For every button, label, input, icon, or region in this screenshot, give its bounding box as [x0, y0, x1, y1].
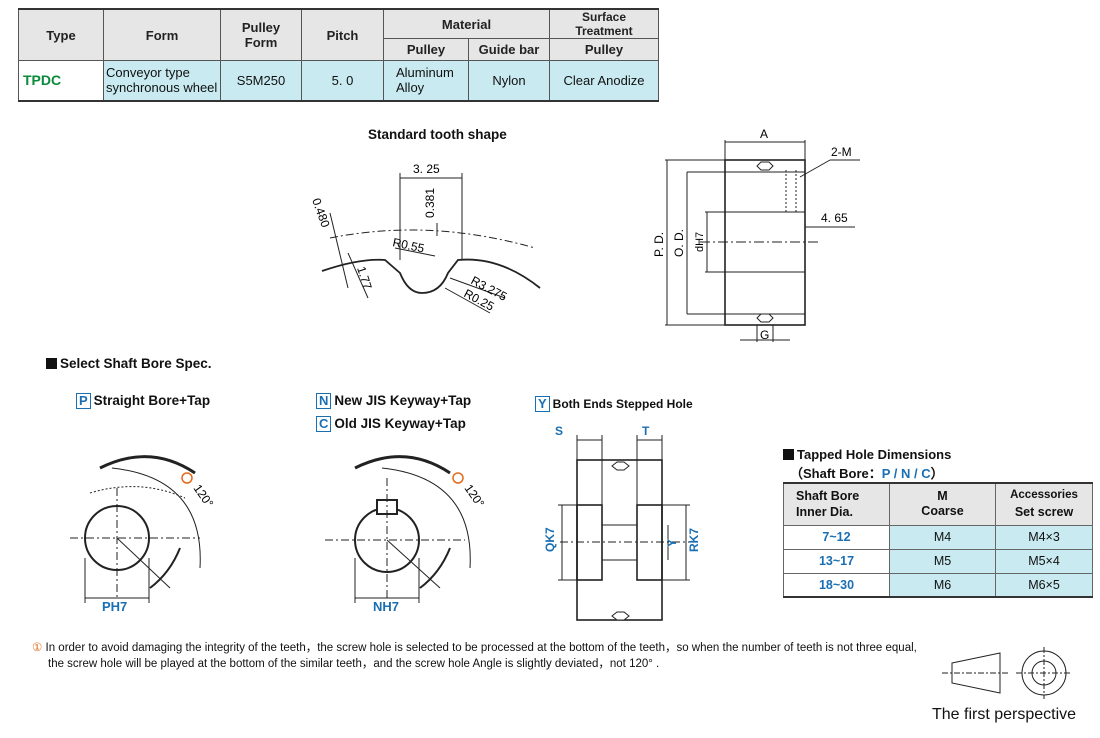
tooth-shape-drawing: 3. 25 0.381 0.480 R0.55 1.77 R3.275 R0.2…: [309, 162, 541, 314]
tap-m: M5: [889, 548, 996, 574]
dim-pd: P. D.: [652, 232, 666, 257]
tapped-subtitle-suffix: ）: [930, 466, 944, 481]
tap-screw: M4×3: [995, 524, 1093, 550]
cell-material-line1: Aluminum: [396, 65, 454, 81]
tapped-title-text: Tapped Hole Dimensions: [797, 447, 952, 462]
tap-header-acc: Accessories Set screw: [995, 482, 1093, 526]
dim-r0-55: R0.55: [391, 235, 426, 255]
header-pulley-material: Pulley: [383, 38, 469, 61]
angle-120-n: 120°: [462, 482, 485, 511]
tap-screw: M5×4: [995, 548, 1093, 574]
letter-n-badge: N: [316, 393, 332, 409]
dim-rk7: RK7: [687, 528, 701, 552]
tapped-subtitle: （Shaft Bore：P / N / C）: [790, 463, 944, 482]
dim-s: S: [555, 424, 563, 438]
header-form: Form: [103, 8, 221, 61]
letter-y-badge: Y: [535, 396, 550, 412]
note-line1: In order to avoid damaging the integrity…: [45, 642, 917, 654]
tap-m: M4: [889, 524, 996, 550]
cell-type: TPDC: [18, 60, 104, 102]
cell-material-line2: Alloy: [396, 80, 425, 96]
header-material: Material: [383, 8, 550, 39]
tap-header-bore: Shaft Bore Inner Dia.: [783, 482, 890, 526]
note-mark-icon: ①: [32, 642, 43, 654]
tap-range: 18~30: [783, 572, 890, 598]
option-old-jis-label: Old JIS Keyway+Tap: [334, 416, 466, 431]
letter-c-badge: C: [316, 416, 332, 432]
tap-header-m-line: M: [937, 489, 948, 504]
cell-pitch: 5. 0: [301, 60, 384, 102]
tapped-hole-table: Shaft Bore Inner Dia. M Coarse Accessori…: [783, 482, 1093, 598]
table-row: 7~12 M4 M4×3: [783, 524, 1093, 550]
option-new-jis-label: New JIS Keyway+Tap: [334, 393, 472, 408]
dim-od: O. D.: [672, 229, 686, 257]
cell-form: Conveyor type synchronous wheel: [103, 60, 221, 102]
square-bullet-icon: [46, 358, 57, 369]
perspective-caption: The first perspective: [932, 706, 1077, 723]
bore-section-title: Select Shaft Bore Spec.: [46, 356, 212, 371]
tapped-subtitle-prefix: （Shaft Bore：: [790, 466, 882, 481]
tapped-title: Tapped Hole Dimensions: [783, 447, 951, 462]
pulley-side-drawing: A 2-M 4. 65 P. D. O. D. dH7 G: [652, 127, 860, 342]
dim-1-77: 1.77: [354, 265, 375, 292]
table-row: 18~30 M6 M6×5: [783, 572, 1093, 598]
tap-header-acc1: Accessories: [1010, 489, 1078, 502]
dim-ph7: PH7: [102, 599, 127, 614]
square-bullet-icon-2: [783, 449, 794, 460]
dim-dh7: dH7: [694, 232, 706, 252]
letter-p-badge: P: [76, 393, 91, 409]
tap-screw: M6×5: [995, 572, 1093, 598]
dim-2-m: 2-M: [831, 145, 852, 159]
keyway-bore-drawing: 120° NH7: [325, 455, 485, 614]
dim-nh7: NH7: [373, 599, 399, 614]
header-pulley-form: Pulley Form: [220, 8, 302, 61]
straight-bore-drawing: 120° PH7: [70, 455, 217, 614]
dim-3-25: 3. 25: [413, 162, 440, 176]
tooth-title: Standard tooth shape: [368, 127, 507, 142]
cell-pulley-material: Aluminum Alloy: [383, 60, 469, 102]
header-guide-bar: Guide bar: [468, 38, 550, 61]
tap-header-coarse: Coarse: [921, 504, 964, 519]
note-line2: the screw hole will be played at the bot…: [48, 658, 660, 670]
angle-120-p: 120°: [191, 482, 217, 511]
dim-a: A: [760, 127, 768, 141]
option-straight-label: Straight Bore+Tap: [93, 393, 211, 408]
table-row: 13~17 M5 M5×4: [783, 548, 1093, 574]
cell-pulley-form: S5M250: [220, 60, 302, 102]
dim-0-480: 0.480: [309, 196, 333, 229]
dim-t: T: [642, 424, 650, 438]
cell-guide-bar: Nylon: [468, 60, 550, 102]
header-surface-pulley: Pulley: [549, 38, 659, 61]
stepped-bore-drawing: S T QK7 Y RK7: [543, 424, 701, 621]
tap-range: 7~12: [783, 524, 890, 550]
dim-4-65: 4. 65: [821, 211, 848, 225]
spec-table: Type Form Pulley Form Pitch Material Sur…: [18, 8, 659, 102]
dim-qk7: QK7: [543, 527, 557, 552]
projection-symbol: [942, 647, 1072, 699]
header-type: Type: [18, 8, 104, 61]
tap-m: M6: [889, 572, 996, 598]
header-surface: Surface Treatment: [549, 8, 659, 39]
dim-g: G: [760, 328, 769, 342]
dim-y: Y: [665, 539, 679, 547]
cell-form-line1: Conveyor type: [106, 65, 190, 81]
dim-0-381: 0.381: [423, 188, 437, 218]
header-pitch: Pitch: [301, 8, 384, 61]
cell-form-line2: synchronous wheel: [106, 80, 218, 96]
footnote: ① In order to avoid damaging the integri…: [32, 640, 917, 672]
tap-header-acc2: Set screw: [1014, 505, 1074, 520]
bore-section-title-text: Select Shaft Bore Spec.: [60, 356, 212, 371]
tap-header-m: M Coarse: [889, 482, 996, 526]
option-stepped-label: Both Ends Stepped Hole: [552, 397, 693, 411]
cell-surface: Clear Anodize: [549, 60, 659, 102]
tapped-subtitle-codes: P / N / C: [881, 466, 931, 481]
tap-range: 13~17: [783, 548, 890, 574]
